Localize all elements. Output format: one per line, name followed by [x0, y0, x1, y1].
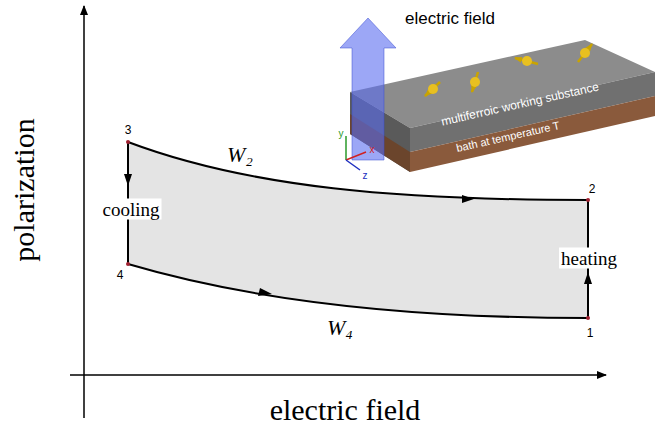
callout-number: 1 [587, 327, 594, 339]
work-label: W₂ [227, 144, 253, 166]
arrowhead [258, 288, 272, 296]
callout-number: 4 [117, 269, 124, 281]
axis-letter: z [363, 171, 368, 181]
field-label: electric field [405, 10, 495, 27]
callout-number: 3 [125, 124, 132, 136]
work-label: W₄ [327, 317, 353, 339]
arrowhead [584, 272, 592, 284]
axes-triad [346, 136, 366, 170]
callout-number: 2 [589, 183, 596, 195]
arrowhead [462, 195, 474, 203]
axis-letter: y [339, 129, 344, 139]
axis-title: electric field [270, 395, 421, 425]
arrowhead [124, 174, 132, 186]
cycle-curve [128, 264, 588, 318]
cycle-area [128, 142, 588, 318]
axis-letter: x [370, 145, 375, 155]
slab [350, 40, 655, 172]
process-label: cooling [101, 199, 162, 220]
field-arrow [340, 18, 396, 160]
process-label: heating [559, 248, 619, 269]
y-axis [83, 6, 85, 418]
axis-title: polarization [9, 118, 39, 261]
corner-dots [126, 140, 590, 320]
x-axis [70, 374, 606, 376]
